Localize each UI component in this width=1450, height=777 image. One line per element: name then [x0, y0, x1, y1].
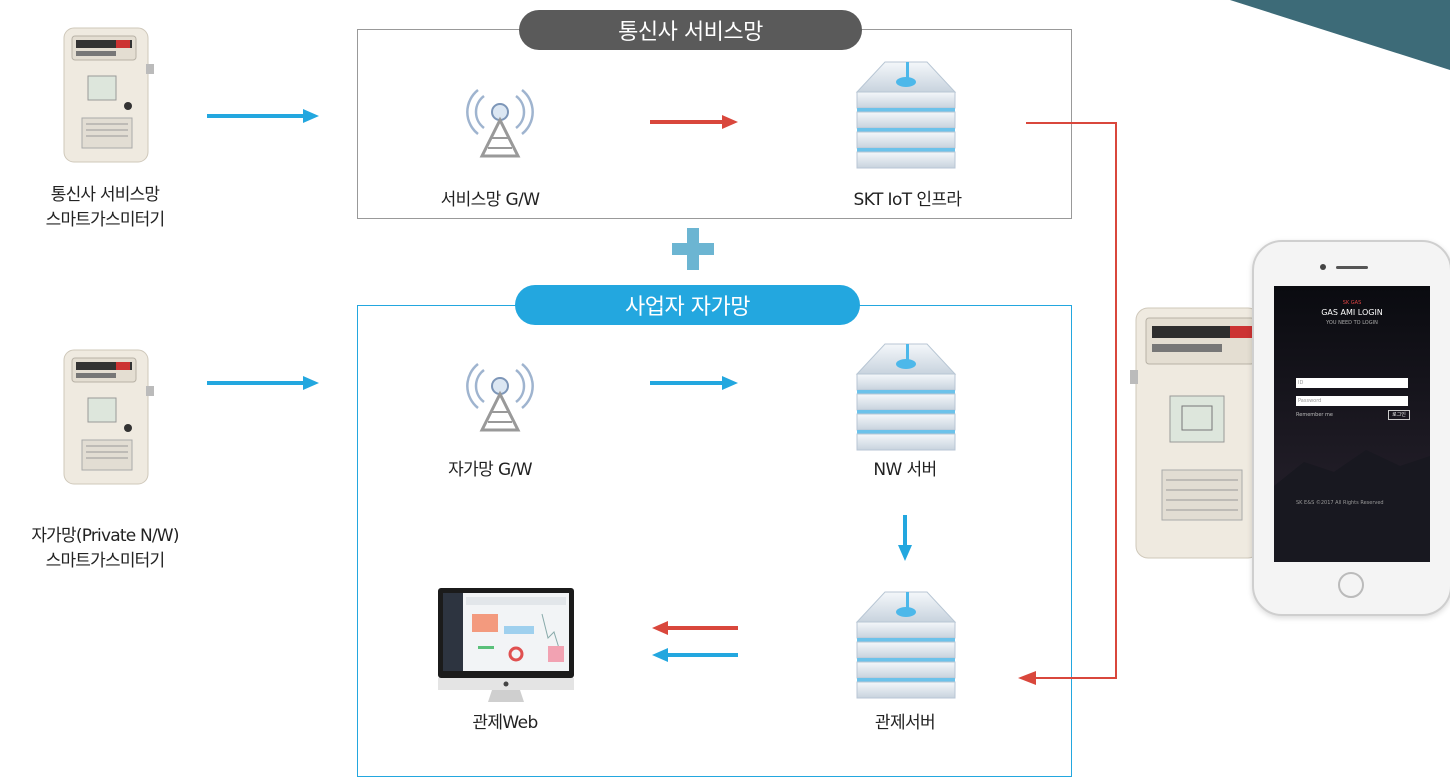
phone-camera: [1320, 264, 1326, 270]
smartphone: SK GAS GAS AMI LOGIN YOU NEED TO LOGIN I…: [1252, 240, 1450, 616]
skt-iot-infra-label: SKT IoT 인프라: [853, 190, 963, 210]
meter-caption-line2: 스마트가스미터기: [45, 551, 166, 571]
arrow-down-icon: [898, 515, 912, 561]
meter-caption-private: 자가망(Private N/W) 스마트가스미터기: [0, 524, 210, 574]
corner-decoration: [1230, 0, 1450, 70]
meter-caption-telecom: 통신사 서비스망 스마트가스미터기: [0, 183, 210, 233]
phone-remember-checkbox[interactable]: Remember me: [1296, 412, 1333, 418]
telecom-network-title: 통신사 서비스망: [519, 10, 862, 50]
phone-login-title: GAS AMI LOGIN: [1321, 308, 1383, 317]
gas-meter-icon: [63, 27, 154, 163]
phone-login-subtitle: YOU NEED TO LOGIN: [1326, 320, 1378, 326]
phone-footer: SK E&S ©2017 All Rights Reserved: [1296, 500, 1384, 506]
phone-home-button[interactable]: [1338, 572, 1364, 598]
meter-caption-line1: 자가망(Private N/W): [31, 526, 179, 546]
phone-brand: SK GAS: [1342, 300, 1362, 306]
control-server-label: 관제서버: [874, 713, 936, 733]
antenna-icon: [466, 89, 534, 158]
monitor-icon: [438, 588, 574, 702]
arrow-left-icon: [652, 621, 738, 635]
phone-password-field[interactable]: Password: [1296, 396, 1408, 406]
server-icon: [855, 61, 957, 169]
antenna-icon: [466, 363, 534, 432]
plus-icon: [672, 228, 714, 270]
phone-id-field[interactable]: ID: [1296, 378, 1408, 388]
phone-speaker: [1336, 266, 1368, 269]
arrow-right-icon: [650, 115, 738, 129]
arrow-right-icon: [207, 376, 319, 390]
private-network-title: 사업자 자가망: [515, 285, 860, 325]
arrow-right-icon: [650, 376, 738, 390]
gas-meter-icon: [1130, 307, 1261, 559]
arrow-right-icon: [207, 109, 319, 123]
connector-line: [1018, 122, 1117, 685]
phone-login-button[interactable]: 로그인: [1388, 410, 1410, 420]
mountain-background: [1274, 286, 1430, 562]
server-icon: [855, 343, 957, 451]
meter-caption-line2: 스마트가스미터기: [45, 210, 166, 230]
telecom-gateway-label: 서비스망 G/W: [440, 190, 540, 210]
control-web-label: 관제Web: [472, 713, 538, 733]
nw-server-label: NW 서버: [873, 460, 937, 480]
private-gateway-label: 자가망 G/W: [448, 460, 532, 480]
meter-caption-line1: 통신사 서비스망: [50, 185, 160, 205]
phone-screen: SK GAS GAS AMI LOGIN YOU NEED TO LOGIN I…: [1274, 286, 1430, 562]
arrow-left-icon: [652, 648, 738, 662]
gas-meter-icon: [63, 349, 154, 485]
server-icon: [855, 591, 957, 699]
